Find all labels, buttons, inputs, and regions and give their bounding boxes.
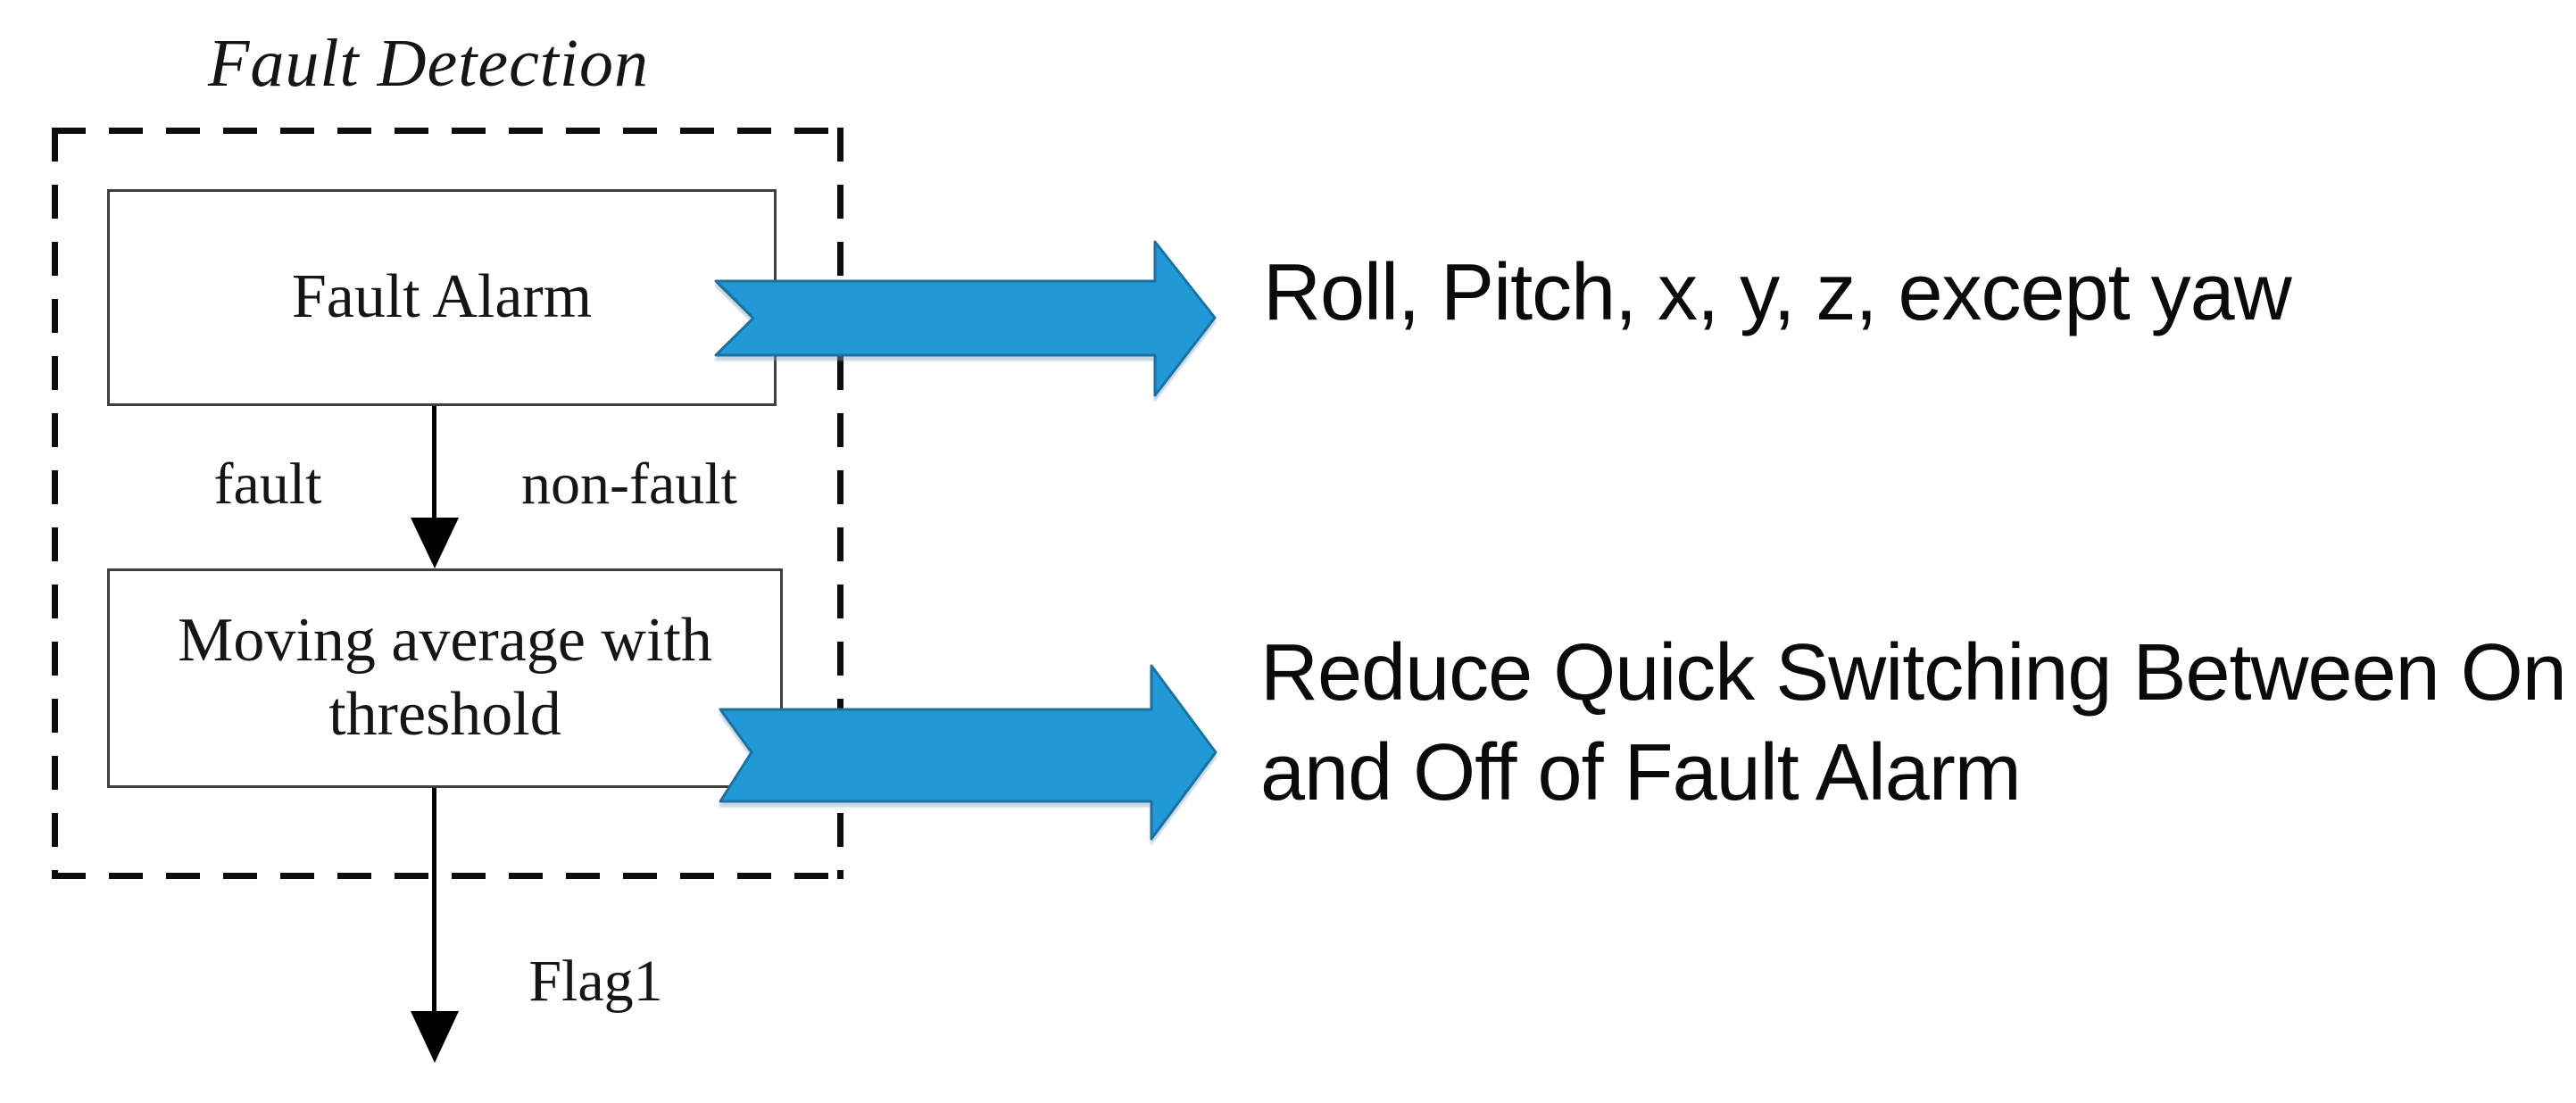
annotation-line-2: and Off of Fault Alarm [1260, 728, 2022, 817]
fault-to-moving-arrow-shaft [432, 403, 436, 519]
dashed-border-left [52, 128, 58, 879]
non-fault-edge-label: non-fault [521, 452, 737, 517]
fault-alarm-label: Fault Alarm [291, 262, 593, 332]
right-arrow-shape [714, 240, 1217, 397]
moving-average-box: Moving average with threshold [107, 568, 783, 788]
annotation-roll-pitch: Roll, Pitch, x, y, z, except yaw [1263, 248, 2292, 337]
fault-edge-label: fault [213, 452, 322, 517]
flag1-output-arrowhead-icon [411, 1011, 459, 1063]
flag1-label: Flag1 [528, 949, 663, 1014]
dashed-border-bottom [52, 873, 843, 879]
dashed-border-top [52, 128, 843, 134]
annotation-line-1: Reduce Quick Switching Between On [1260, 628, 2567, 717]
fault-alarm-box: Fault Alarm [107, 189, 777, 406]
dashed-border-right [837, 128, 843, 879]
right-arrow-shape [719, 664, 1217, 841]
flag1-output-arrow-shaft [432, 785, 436, 1013]
annotation-reduce-switching: Reduce Quick Switching Between On and Of… [1260, 623, 2567, 823]
fault-alarm-output-right-arrow-icon [714, 240, 1217, 397]
diagram-title: Fault Detection [207, 26, 650, 101]
moving-average-output-right-arrow-icon [719, 664, 1217, 841]
fault-to-moving-arrowhead-icon [411, 518, 459, 568]
moving-average-label: Moving average with threshold [178, 606, 712, 749]
